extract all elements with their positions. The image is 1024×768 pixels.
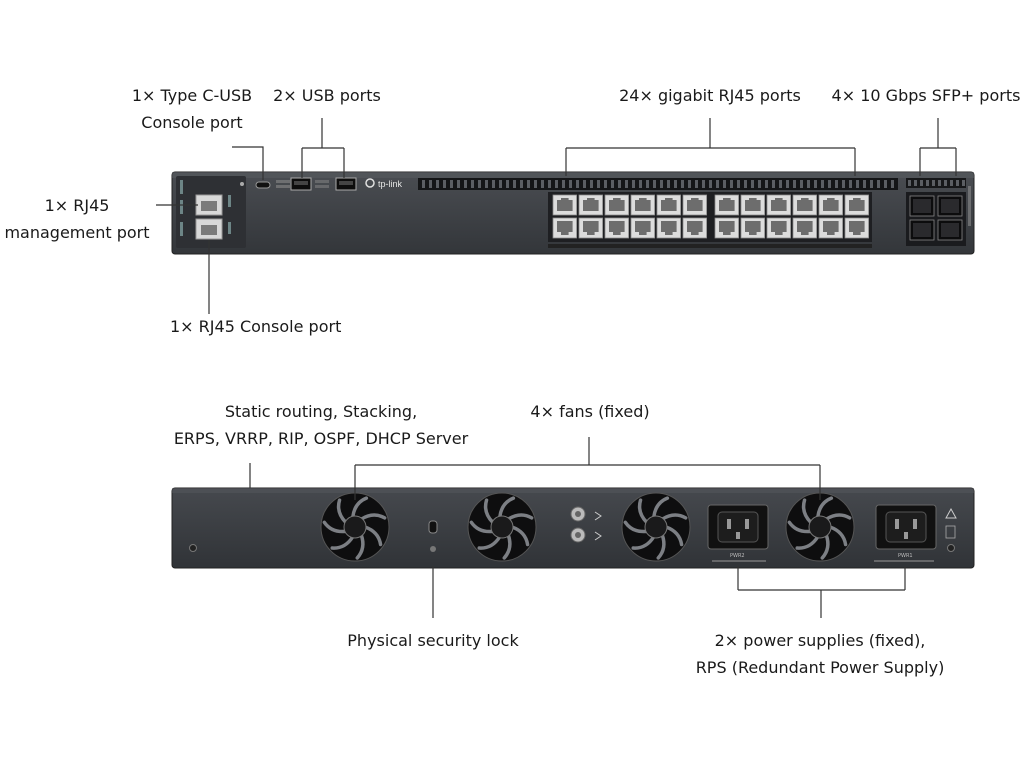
callout-fans-text: 4× fans (fixed) (530, 402, 650, 421)
psu1-label: PWR1 (898, 553, 913, 559)
callout-type-c-console: 1× Type C-USB Console port (118, 82, 266, 136)
cooling-fan (467, 492, 537, 562)
rj45-port (682, 194, 708, 216)
switch-front-panel: tp-link (171, 171, 975, 255)
rj45-port (844, 217, 870, 239)
power-supply-1: PWR1 (874, 504, 937, 562)
callout-security-lock: Physical security lock (330, 627, 536, 654)
rj45-port (792, 194, 818, 216)
callout-rj45-ports: 24× gigabit RJ45 ports (600, 82, 820, 109)
callout-mgmt-line2: management port (4, 223, 150, 242)
brand-label: tp-link (378, 179, 403, 189)
rj45-port (714, 217, 740, 239)
rj45-port (740, 194, 766, 216)
callout-power-supplies: 2× power supplies (fixed), RPS (Redundan… (686, 627, 954, 681)
rj45-port (740, 217, 766, 239)
cooling-fan (621, 492, 691, 562)
rj45-port (552, 217, 578, 239)
sfp-plus-port-block (906, 178, 966, 246)
callout-power-line1: 2× power supplies (fixed), (714, 631, 926, 650)
sfp-plus-port (937, 195, 963, 217)
type-c-console-port (255, 181, 271, 189)
callout-fans: 4× fans (fixed) (500, 398, 680, 425)
callout-features: Static routing, Stacking, ERPS, VRRP, RI… (166, 398, 476, 452)
security-lock-slot (428, 520, 438, 552)
rj45-port (656, 194, 682, 216)
rj45-port (578, 217, 604, 239)
rj45-port (630, 194, 656, 216)
rj45-port (682, 217, 708, 239)
cooling-fan (320, 492, 390, 562)
callout-usb-text: 2× USB ports (273, 86, 381, 105)
warning-icon (945, 507, 957, 539)
rj45-port (818, 217, 844, 239)
callout-features-line2: ERPS, VRRP, RIP, OSPF, DHCP Server (173, 429, 469, 448)
rj45-port (578, 194, 604, 216)
tp-link-logo: tp-link (365, 178, 403, 189)
rj45-port (818, 194, 844, 216)
grounding-screws (570, 506, 602, 543)
callout-features-line1: Static routing, Stacking, (224, 402, 418, 421)
rj45-port (844, 194, 870, 216)
leader-lines (156, 118, 957, 618)
sfp-plus-port (909, 195, 935, 217)
sfp-plus-port (909, 219, 935, 241)
switch-rear-panel: PWR2 PWR1 (171, 487, 975, 569)
callout-usb-ports: 2× USB ports (262, 82, 392, 109)
callout-type-c-line2: Console port (141, 113, 243, 132)
callout-mgmt-line1: 1× RJ45 (44, 196, 110, 215)
rj45-port (792, 217, 818, 239)
callout-console-text: 1× RJ45 Console port (170, 317, 342, 336)
callout-lock-text: Physical security lock (347, 631, 519, 650)
callout-rj45-text: 24× gigabit RJ45 ports (619, 86, 801, 105)
rj45-port (604, 194, 630, 216)
cooling-fan (785, 492, 855, 562)
power-supply-2: PWR2 (707, 504, 769, 562)
rj45-port (604, 217, 630, 239)
sfp-plus-port (937, 219, 963, 241)
callout-sfp-ports: 4× 10 Gbps SFP+ ports (830, 82, 1022, 109)
callout-sfp-text: 4× 10 Gbps SFP+ ports (831, 86, 1021, 105)
rj45-port (552, 194, 578, 216)
rj45-port (630, 217, 656, 239)
callout-rj45-console: 1× RJ45 Console port (170, 313, 341, 340)
callout-power-line2: RPS (Redundant Power Supply) (695, 658, 945, 677)
gigabit-rj45-port-block (548, 192, 872, 242)
rj45-port (714, 194, 740, 216)
rj45-port (656, 217, 682, 239)
rj45-port (766, 217, 792, 239)
rj45-port (766, 194, 792, 216)
callout-type-c-line1: 1× Type C-USB (131, 86, 253, 105)
psu2-label: PWR2 (730, 553, 745, 559)
callout-management-port: 1× RJ45 management port (2, 192, 152, 246)
front-vents (418, 178, 898, 190)
